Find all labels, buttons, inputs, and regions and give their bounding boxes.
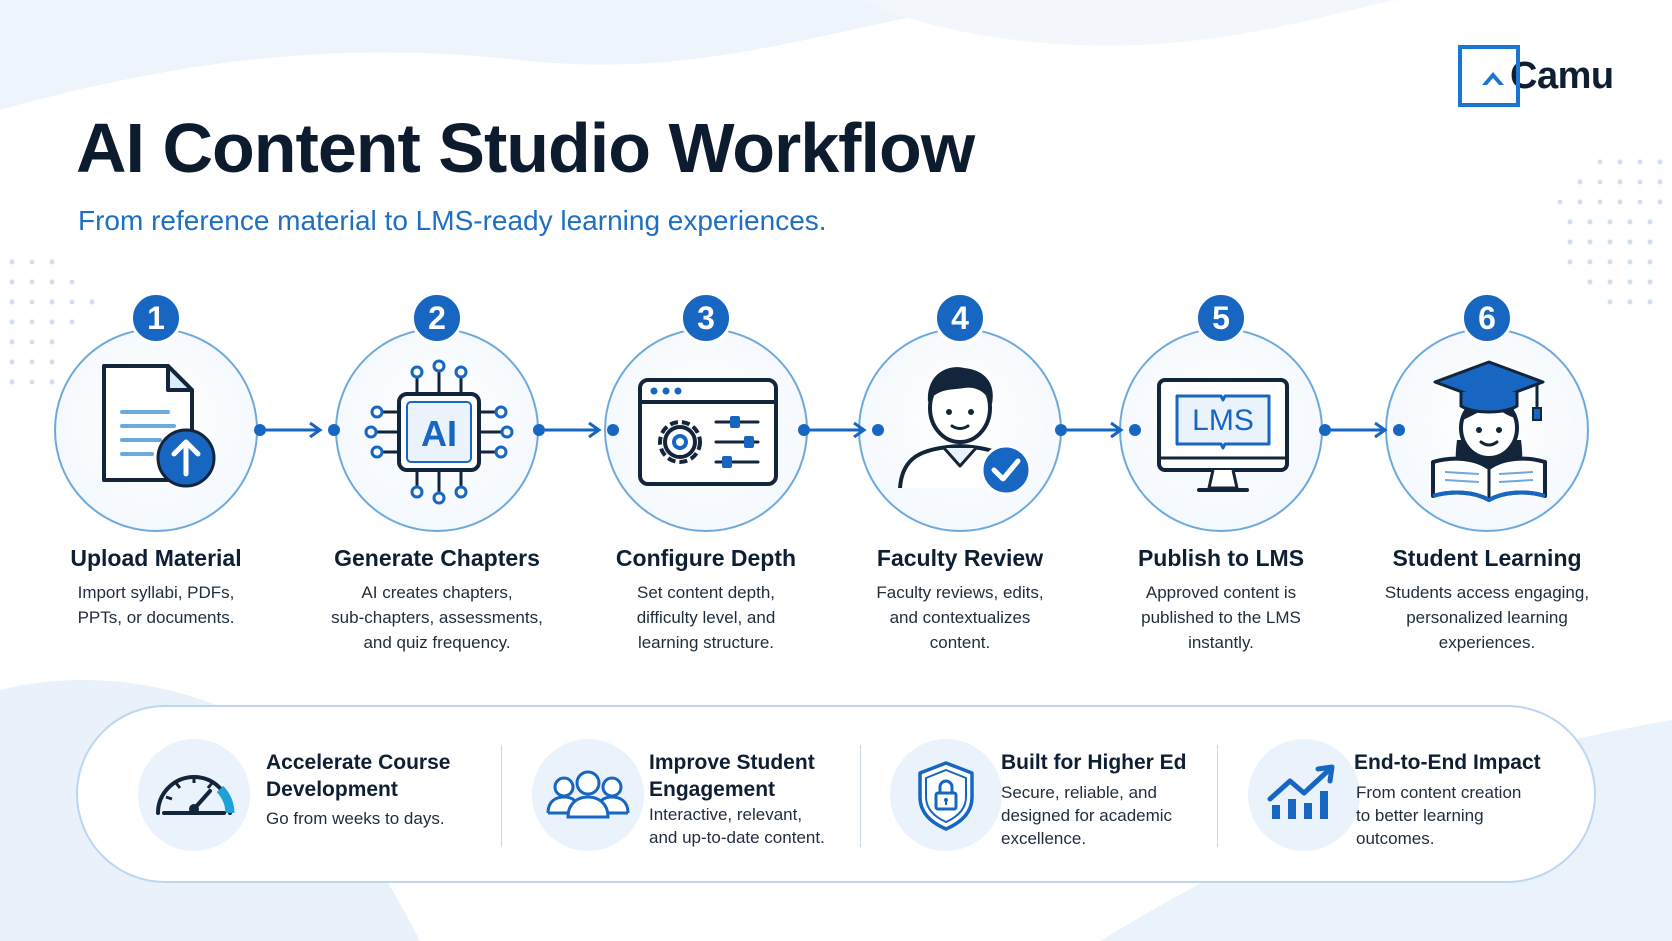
benefit-divider xyxy=(501,745,502,847)
benefits-panel: Accelerate Course Development Go from we… xyxy=(76,705,1596,883)
step-title: Generate Chapters xyxy=(334,545,540,571)
benefit-icon-circle xyxy=(1248,739,1360,851)
step-icon-circle xyxy=(604,328,808,532)
step-title: Faculty Review xyxy=(876,545,1044,571)
growth-chart-icon xyxy=(1267,764,1335,819)
shield-lock-icon xyxy=(918,761,974,831)
ai-chip-icon: AI xyxy=(364,359,514,505)
step-icon-circle xyxy=(858,328,1062,532)
step-title: Student Learning xyxy=(1392,545,1582,571)
benefit-divider xyxy=(860,745,861,847)
benefit-title: End-to-End Impact xyxy=(1354,751,1541,774)
speedometer-icon xyxy=(156,775,235,815)
settings-window-icon xyxy=(638,378,778,486)
dot-pattern-left xyxy=(9,259,95,385)
lms-monitor-icon: LMS xyxy=(1157,378,1289,492)
benefit-description: Secure, reliable, and designed for acade… xyxy=(1001,783,1173,848)
arrow-connector xyxy=(1319,421,1405,439)
step-number-badge: 5 xyxy=(1195,292,1247,344)
arrow-connector xyxy=(1055,421,1141,439)
step-description: Set content depth, difficulty level, and… xyxy=(636,583,776,652)
logo-text: Camu xyxy=(1508,54,1616,98)
benefit-description: Interactive, relevant, and up-to-date co… xyxy=(649,805,825,847)
page-subtitle: From reference material to LMS-ready lea… xyxy=(78,205,827,236)
benefit-title: Built for Higher Ed xyxy=(1001,751,1187,774)
ai-chip-label: AI xyxy=(421,413,457,454)
benefit-accelerate: Accelerate Course Development Go from we… xyxy=(138,707,528,885)
step-number-badge: 4 xyxy=(934,292,986,344)
camu-logo: Camu xyxy=(1458,45,1616,107)
benefit-title: Improve Student Engagement xyxy=(649,751,815,801)
page-title: AI Content Studio Workflow xyxy=(76,109,975,187)
step-description: AI creates chapters, sub-chapters, asses… xyxy=(331,583,543,652)
step-icon-circle: LMS xyxy=(1119,328,1323,532)
benefit-engagement: Improve Student Engagement Interactive, … xyxy=(532,707,872,885)
people-group-icon xyxy=(546,770,630,819)
faculty-check-icon xyxy=(898,367,1032,496)
arrow-connector xyxy=(533,421,619,439)
benefit-end-to-end: End-to-End Impact From content creation … xyxy=(1248,707,1568,885)
step-title: Configure Depth xyxy=(615,545,797,571)
benefit-higher-ed: Built for Higher Ed Secure, reliable, an… xyxy=(890,707,1220,885)
logo-mark xyxy=(1458,45,1520,107)
step-title: Publish to LMS xyxy=(1137,545,1305,571)
step-number-badge: 1 xyxy=(130,292,182,344)
dot-pattern-right xyxy=(1557,159,1663,305)
benefit-description: Go from weeks to days. xyxy=(266,809,445,828)
benefit-title: Accelerate Course Development xyxy=(266,751,451,801)
lms-label: LMS xyxy=(1192,404,1254,437)
student-graduate-icon xyxy=(1431,360,1547,503)
benefit-description: From content creation to better learning… xyxy=(1356,783,1522,848)
arrow-connector xyxy=(798,421,884,439)
benefit-icon-circle xyxy=(890,739,1002,851)
step-icon-circle: AI xyxy=(335,328,539,532)
document-upload-icon xyxy=(102,364,216,488)
benefit-icon-circle xyxy=(138,739,250,851)
step-description: Import syllabi, PDFs, PPTs, or documents… xyxy=(77,583,235,627)
step-number-badge: 6 xyxy=(1461,292,1513,344)
step-icon-circle xyxy=(1385,328,1589,532)
step-number-badge: 3 xyxy=(680,292,732,344)
step-title: Upload Material xyxy=(70,545,242,571)
benefit-icon-circle xyxy=(532,739,644,851)
step-icon-circle xyxy=(54,328,258,532)
step-description: Faculty reviews, edits, and contextualiz… xyxy=(876,583,1044,652)
step-description: Approved content is published to the LMS… xyxy=(1141,583,1301,652)
benefit-divider xyxy=(1217,745,1218,847)
step-number-badge: 2 xyxy=(411,292,463,344)
step-description: Students access engaging, personalized l… xyxy=(1384,583,1590,652)
arrow-connector xyxy=(254,421,340,439)
